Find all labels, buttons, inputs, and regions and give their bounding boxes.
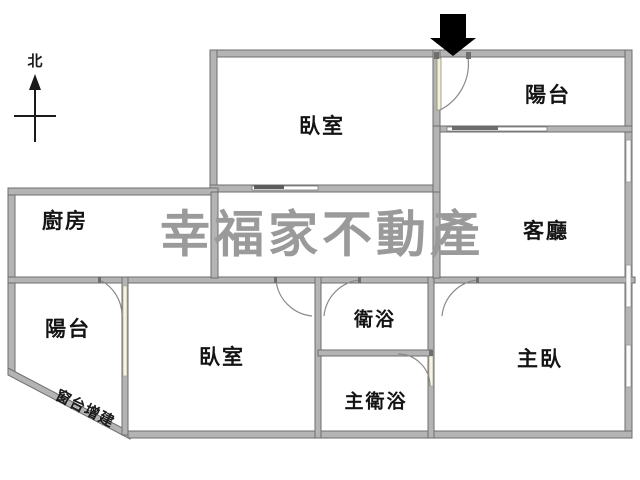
- wall-bedroom-bottom-south: [127, 430, 321, 439]
- room-label-bedroom-bottom: 臥室: [199, 345, 245, 369]
- room-label-balcony-left: 陽台: [45, 317, 91, 341]
- door-arc-kitchen[interactable]: [99, 279, 123, 317]
- door-arc-entrance[interactable]: [439, 56, 470, 111]
- wall-outer-south: [317, 430, 633, 439]
- sliding-door-bedroom-top-south[interactable]: [251, 185, 319, 191]
- sliding-door-track-2: [251, 185, 319, 191]
- room-label-master-bedroom: 主臥: [517, 347, 563, 371]
- sliding-door-panel: [452, 126, 498, 130]
- room-label-bedroom-top: 臥室: [299, 114, 345, 138]
- room-label-living-room: 客廳: [523, 219, 569, 243]
- wall-divider-mid-left: [7, 276, 319, 284]
- wall-bedroom-top-west: [209, 49, 218, 193]
- wall-balcony-top-east: [624, 49, 633, 133]
- entrance-door-leaf[interactable]: [436, 57, 442, 111]
- entrance-arrow-shape: [430, 14, 476, 56]
- wall-bedroom-top-north: [209, 49, 441, 58]
- wall-entrance-hall-east: [432, 125, 441, 193]
- wall-bedroom-bathroom-divider: [314, 276, 322, 439]
- wall-kitchen-north: [7, 187, 219, 196]
- door-arc-master-bedroom[interactable]: [441, 279, 479, 317]
- wall-bathroom-divider: [317, 349, 433, 357]
- window-living-east-lower: [625, 264, 632, 308]
- wall-kitchen-east: [210, 191, 219, 279]
- room-label-group: 臥室 陽台 廚房 客廳 陽台 臥室 衛浴 主衛浴 主臥: [42, 83, 571, 413]
- door-jamb-group: [98, 52, 479, 356]
- room-label-kitchen: 廚房: [42, 209, 88, 233]
- door-jamb-entrance-right: [466, 52, 471, 59]
- door-jamb-master-bedroom: [476, 277, 479, 283]
- door-jamb-kitchen: [98, 277, 101, 283]
- room-label-balcony-top: 陽台: [525, 83, 571, 107]
- wall-outer-southwest-diagonal: [7, 367, 131, 440]
- north-arrow-icon: [14, 74, 56, 142]
- sliding-door-balcony-living[interactable]: [446, 126, 548, 132]
- room-label-bathroom: 衛浴: [353, 308, 396, 331]
- door-arc-bedroom-bottom[interactable]: [275, 279, 313, 317]
- sliding-door-panel-2: [254, 185, 284, 189]
- wall-bedroom-top-south: [209, 184, 441, 193]
- door-jamb-master-bathroom: [429, 350, 433, 356]
- window-masterbed-east: [625, 344, 632, 388]
- watermark: 幸福家不動產: [160, 206, 484, 264]
- compass-arrowhead: [29, 74, 41, 90]
- door-jamb-bedroom-bottom: [274, 277, 277, 283]
- door-arc-bathroom[interactable]: [323, 279, 361, 317]
- door-jamb-entrance-left: [434, 52, 439, 59]
- window-living-east-upper: [625, 139, 632, 183]
- window-group: [122, 57, 632, 388]
- room-label-master-bathroom: 主衛浴: [344, 390, 407, 413]
- window-balcony-left-inner: [122, 285, 128, 377]
- door-jamb-bathroom: [358, 277, 361, 283]
- compass-rose: 北: [14, 52, 56, 142]
- door-arc-master-bathroom[interactable]: [397, 353, 431, 387]
- compass-north-label: 北: [27, 52, 42, 70]
- door-group: [99, 56, 479, 387]
- entrance-arrow-icon: [430, 14, 476, 56]
